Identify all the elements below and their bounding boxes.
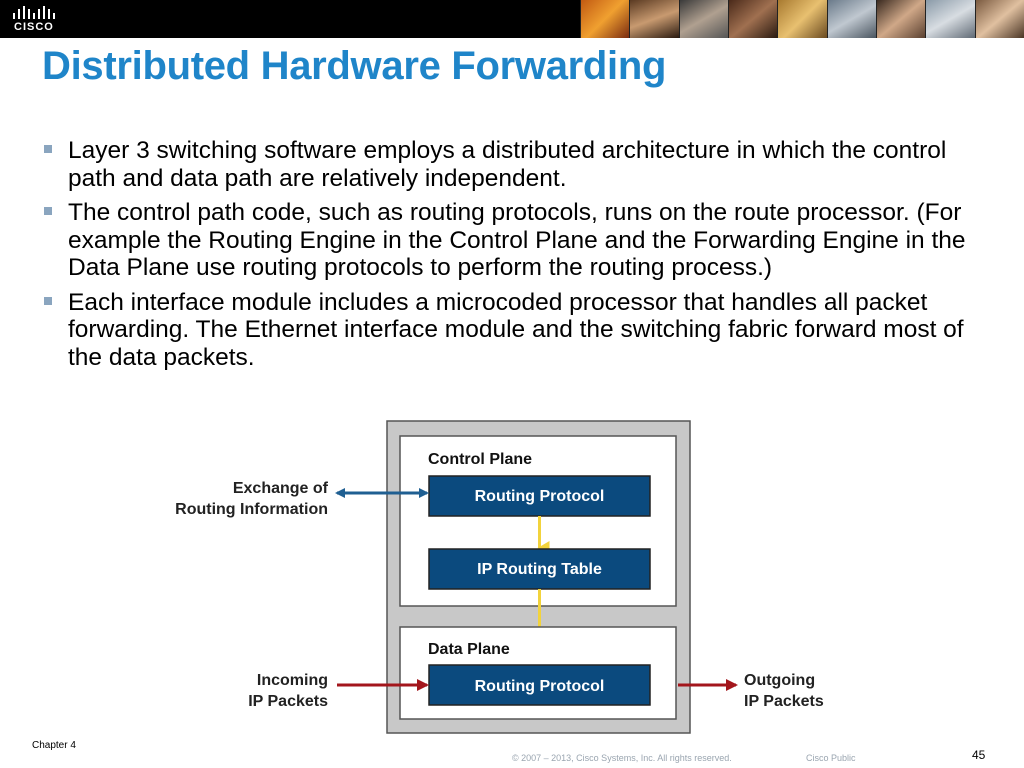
- bullet-square-icon: [44, 296, 52, 305]
- cisco-bars-icon: [13, 6, 55, 19]
- banner-photo: [629, 0, 679, 38]
- banner-photo: [678, 0, 728, 38]
- ip-routing-table-box: [428, 548, 651, 590]
- footer-copyright: © 2007 – 2013, Cisco Systems, Inc. All r…: [512, 753, 732, 763]
- bullet-text: Layer 3 switching software employs a dis…: [68, 137, 947, 192]
- bullet-item: Each interface module includes a microco…: [44, 289, 994, 372]
- exchange-label-line1: Exchange of: [233, 480, 329, 497]
- bullet-text: The control path code, such as routing p…: [68, 199, 966, 281]
- cisco-logo: CISCO: [12, 6, 58, 34]
- ip-routing-table-text: IP Routing Table: [477, 561, 602, 578]
- banner-photo: [580, 0, 630, 38]
- top-banner: CISCO: [0, 0, 1024, 38]
- banner-photo: [925, 0, 975, 38]
- forwarding-diagram: Control Plane Routing Protocol IP Routin…: [175, 420, 824, 734]
- outgoing-label-line1: Outgoing: [744, 672, 815, 689]
- routing-protocol-top-text: Routing Protocol: [475, 488, 605, 505]
- banner-photo: [826, 0, 876, 38]
- cisco-logo-text: CISCO: [14, 21, 54, 33]
- bullet-item: Layer 3 switching software employs a dis…: [44, 137, 994, 192]
- data-plane-label: Data Plane: [428, 641, 510, 658]
- photo-strip: [580, 0, 1024, 38]
- page-number: 45: [972, 748, 986, 762]
- exchange-label-line2: Routing Information: [175, 501, 328, 518]
- slide-title: Distributed Hardware Forwarding: [42, 44, 667, 88]
- banner-photo: [727, 0, 778, 38]
- banner-photo: [974, 0, 1024, 38]
- bullet-square-icon: [44, 207, 52, 215]
- banner-photo: [777, 0, 827, 38]
- bullet-list: Layer 3 switching software employs a dis…: [44, 137, 994, 378]
- footer-classification: Cisco Public: [806, 753, 856, 763]
- banner-photo: [875, 0, 926, 38]
- bullet-text: Each interface module includes a microco…: [68, 288, 964, 371]
- routing-protocol-box-bottom: [428, 664, 651, 706]
- outgoing-label-line2: IP Packets: [744, 693, 824, 710]
- footer-chapter: Chapter 4: [32, 740, 76, 751]
- bullet-square-icon: [44, 145, 52, 153]
- control-plane-label: Control Plane: [428, 451, 532, 468]
- bullet-item: The control path code, such as routing p…: [44, 199, 994, 282]
- routing-protocol-bottom-text: Routing Protocol: [475, 678, 605, 695]
- incoming-label-line1: Incoming: [257, 672, 328, 689]
- incoming-label-line2: IP Packets: [248, 693, 328, 710]
